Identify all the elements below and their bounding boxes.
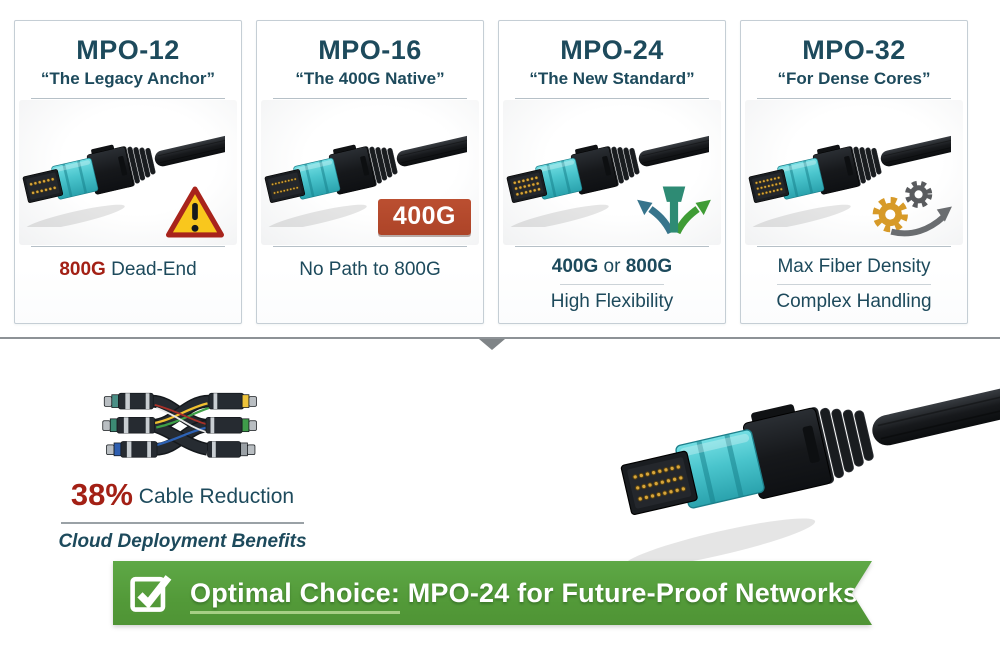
card-caption: Max Fiber Density — [777, 256, 931, 277]
banner-lead: Optimal Choice: — [190, 578, 400, 614]
down-arrow-icon — [479, 339, 505, 350]
card-mpo-32: MPO-32 “For Dense Cores” — [740, 20, 968, 324]
divider — [777, 284, 931, 285]
mpo-12-connector-image — [19, 100, 237, 245]
caption-text: or — [598, 256, 626, 277]
divider — [515, 98, 709, 99]
divider — [31, 98, 225, 99]
card-caption-2: Complex Handling — [776, 291, 932, 312]
divider — [273, 246, 467, 247]
card-subtitle: “The Legacy Anchor” — [40, 69, 216, 88]
cable-bundle-illustration — [101, 392, 257, 458]
divider — [31, 246, 225, 247]
caption-accent: 800G — [59, 259, 106, 280]
card-caption: No Path to 800G — [299, 259, 441, 280]
caption-bold: 800G — [625, 256, 673, 277]
mpo-connector-graphic — [503, 114, 709, 227]
400g-badge: 400G — [377, 199, 471, 235]
card-mpo-12: MPO-12 “The Legacy Anchor” 800G Dead-End — [14, 20, 242, 324]
divider — [757, 98, 951, 99]
divider — [61, 522, 304, 524]
divider — [273, 98, 467, 99]
card-title: MPO-32 — [802, 35, 906, 65]
gears-icon — [872, 180, 952, 237]
card-subtitle: “For Dense Cores” — [777, 69, 931, 88]
stat-value: 38% — [70, 477, 133, 512]
mpo-24-connector-image — [503, 100, 721, 245]
cards-row: MPO-12 “The Legacy Anchor” 800G Dead-End — [14, 20, 968, 324]
divider — [560, 284, 664, 285]
banner-rest: MPO-24 for Future-Proof Networks — [400, 577, 859, 608]
caption-bold: 400G — [551, 256, 599, 277]
caption-text: Dead-End — [105, 259, 197, 280]
stat-label: Cable Reduction — [132, 485, 295, 508]
benefit-subtitle: Cloud Deployment Benefits — [58, 531, 307, 552]
divider — [757, 246, 951, 247]
card-title: MPO-16 — [318, 35, 422, 65]
banner-text: Optimal Choice: MPO-24 for Future-Proof … — [190, 578, 858, 609]
card-mpo-24: MPO-24 “The New Standard” — [498, 20, 726, 324]
cable-reduction-stat: 38% Cable Reduction — [55, 477, 310, 513]
section-divider — [0, 337, 1000, 350]
mpo-32-connector-image — [745, 100, 963, 245]
mpo-16-connector-image: 400G — [261, 100, 479, 245]
card-subtitle: “The New Standard” — [529, 69, 695, 88]
checkbox-check-icon — [128, 569, 174, 617]
divider — [515, 246, 709, 247]
benefit-block: 38% Cable Reduction Cloud Deployment Ben… — [55, 385, 310, 553]
mpo-connector-graphic — [19, 114, 225, 227]
branch-arrows-icon — [637, 186, 711, 235]
card-caption: 800G Dead-End — [15, 259, 241, 281]
banner-wrap: Optimal Choice: MPO-24 for Future-Proof … — [113, 561, 872, 625]
card-mpo-16: MPO-16 “The 400G Native” 400G No Path to… — [256, 20, 484, 324]
large-mpo-24-connector-image — [610, 347, 1000, 561]
warning-triangle-icon — [165, 186, 225, 238]
card-title: MPO-12 — [76, 35, 180, 65]
card-subtitle: “The 400G Native” — [295, 69, 445, 88]
mpo-connector-graphic — [745, 114, 951, 227]
card-caption: 400G or 800G — [499, 256, 725, 278]
optimal-choice-banner: Optimal Choice: MPO-24 for Future-Proof … — [113, 561, 872, 625]
card-title: MPO-24 — [560, 35, 664, 65]
mpo-connector-graphic — [261, 114, 467, 227]
card-caption-2: High Flexibility — [550, 291, 674, 312]
